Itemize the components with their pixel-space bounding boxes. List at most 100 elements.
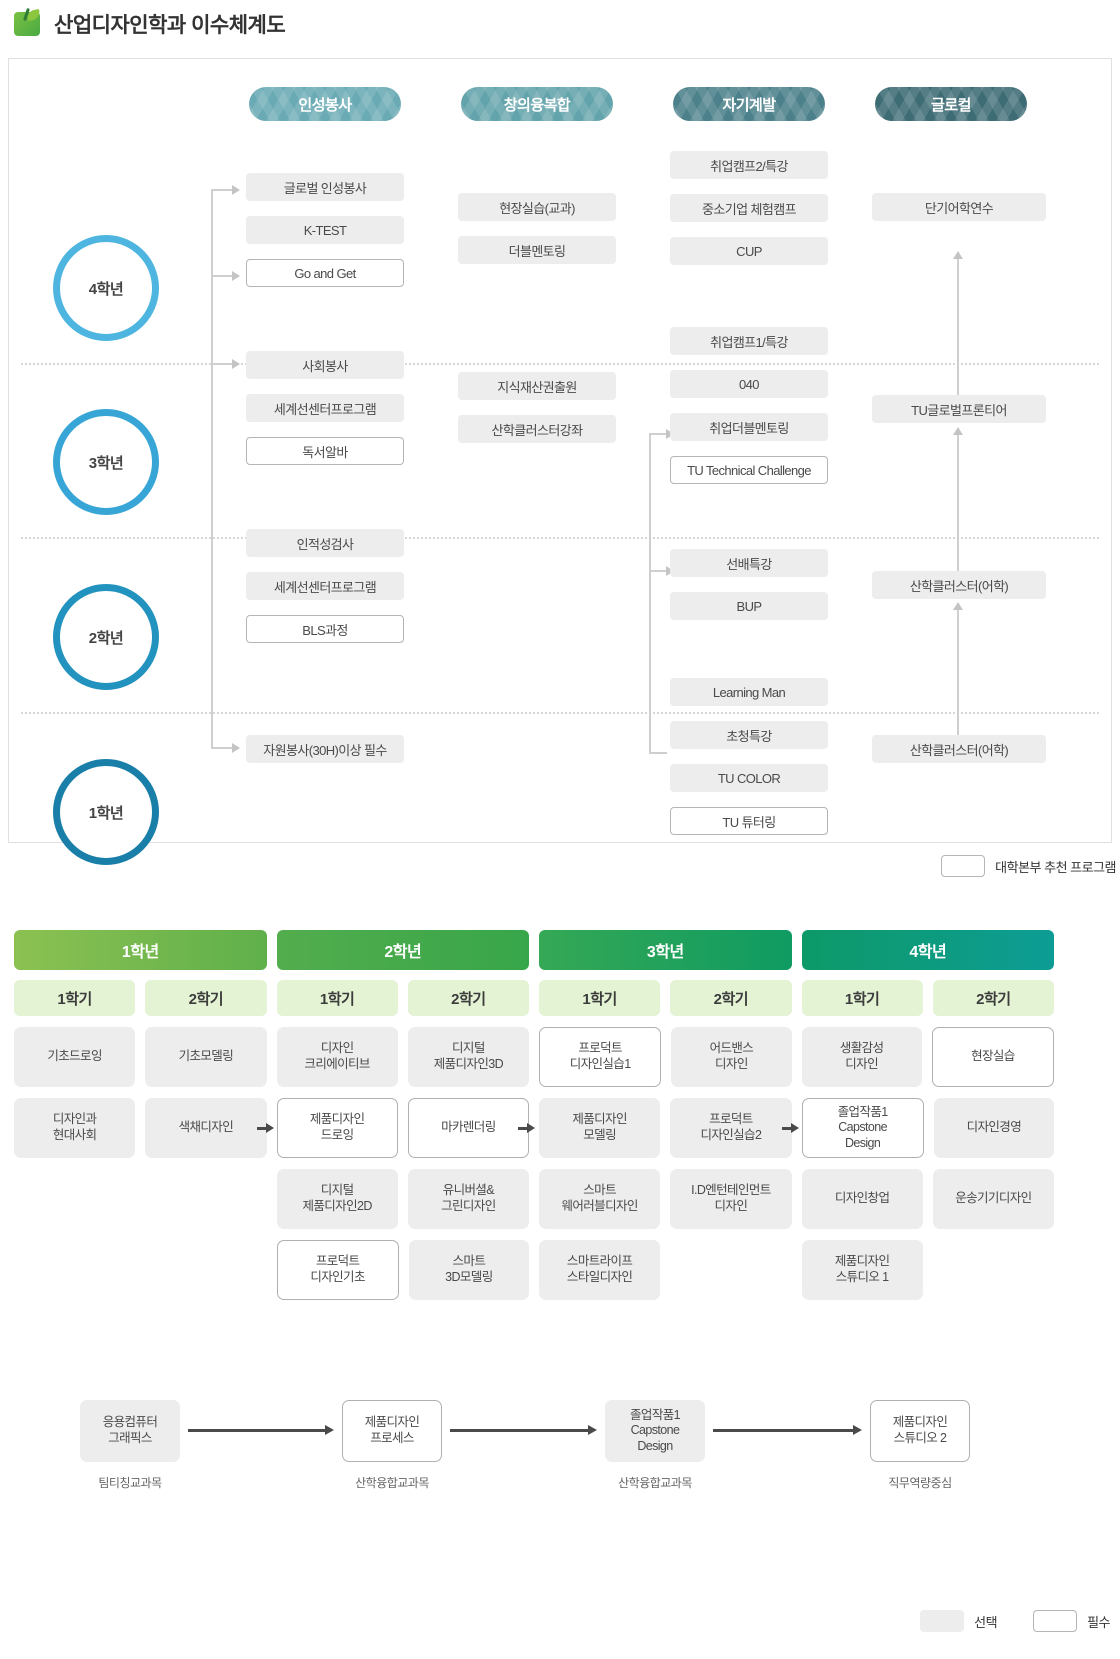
course-cell[interactable]: 운송기기디자인 xyxy=(932,1169,1054,1229)
roadmap-node[interactable]: BLS과정 xyxy=(246,615,404,643)
course-cell[interactable]: 제품디자인 스튜디오 1 xyxy=(801,1240,923,1300)
roadmap-node[interactable]: 중소기업 체험캠프 xyxy=(670,194,828,222)
course-label: 제품디자인 드로잉 xyxy=(309,1112,365,1142)
course-cell[interactable]: I.D엔턴테인먼트 디자인 xyxy=(670,1169,792,1229)
roadmap-node[interactable]: 세계선센터프로그램 xyxy=(246,394,404,422)
year-label: 2학년 xyxy=(88,629,124,647)
roadmap-node[interactable]: 사회봉사 xyxy=(246,351,404,379)
category-pill-insung[interactable]: 인성봉사 xyxy=(249,87,401,121)
roadmap-node[interactable]: 초청특강 xyxy=(670,721,828,749)
curriculum-cell-group: 기초드로잉 기초모델링 xyxy=(14,1027,267,1087)
chain-node[interactable]: 제품디자인 스튜디오 2 xyxy=(870,1400,970,1462)
course-cell[interactable]: 디자인창업 xyxy=(801,1169,923,1229)
chain-caption: 산학융합교과목 xyxy=(618,1476,692,1490)
course-cell[interactable]: 기초드로잉 xyxy=(14,1027,136,1087)
roadmap-node[interactable]: 취업더블멘토링 xyxy=(670,413,828,441)
connector-line xyxy=(649,433,667,435)
leaf-logo-icon xyxy=(14,7,42,38)
connector-arrow xyxy=(232,271,240,281)
course-cell[interactable]: 디자인경영 xyxy=(933,1098,1054,1158)
roadmap-node[interactable]: 지식재산권출원 xyxy=(458,372,616,400)
course-cell[interactable]: 스마트 웨어러블디자인 xyxy=(539,1169,661,1229)
course-cell[interactable]: 현장실습 xyxy=(931,1027,1054,1087)
roadmap-node[interactable]: 글로벌 인성봉사 xyxy=(246,173,404,201)
roadmap-node[interactable]: Go and Get xyxy=(246,259,404,287)
connector-arrow xyxy=(232,185,240,195)
connector-line xyxy=(649,752,667,754)
roadmap-node[interactable]: TU Technical Challenge xyxy=(670,456,828,484)
chain-node[interactable]: 제품디자인 프로세스 xyxy=(342,1400,442,1462)
course-label: 유니버셜& 그린디자인 xyxy=(441,1183,496,1213)
curriculum-cell-group: 제품디자인 드로잉 마카렌더링 xyxy=(256,1098,529,1158)
course-cell[interactable]: 스마트라이프 스타일디자인 xyxy=(539,1240,661,1300)
roadmap-node[interactable]: 단기어학연수 xyxy=(872,193,1046,221)
course-cell[interactable]: 색채디자인 xyxy=(145,1098,267,1158)
course-cell[interactable]: 디자인과 현대사회 xyxy=(14,1098,136,1158)
roadmap-node[interactable]: 산학클러스터(어학) xyxy=(872,735,1046,763)
category-pill-global[interactable]: 글로컬 xyxy=(875,87,1027,121)
roadmap-node[interactable]: 세계선센터프로그램 xyxy=(246,572,404,600)
roadmap-node[interactable]: 더블멘토링 xyxy=(458,236,616,264)
category-pill-jagi[interactable]: 자기계발 xyxy=(673,87,825,121)
semester-pill: 1학기 xyxy=(276,980,398,1016)
course-label: 졸업작품1 Capstone Design xyxy=(837,1104,889,1150)
connector-line xyxy=(211,189,213,749)
course-cell[interactable]: 제품디자인 드로잉 xyxy=(256,1098,398,1158)
roadmap-node[interactable]: 선배특강 xyxy=(670,549,828,577)
curriculum-year-header-4: 4학년 xyxy=(801,930,1054,970)
course-cell[interactable]: 디자인 크리에이티브 xyxy=(276,1027,398,1087)
roadmap-node[interactable]: 인적성검사 xyxy=(246,529,404,557)
course-cell[interactable]: 졸업작품1 Capstone Design xyxy=(781,1098,924,1158)
year-label: 3학년 xyxy=(88,454,124,472)
roadmap-node[interactable]: 독서알바 xyxy=(246,437,404,465)
roadmap-node[interactable]: TU COLOR xyxy=(670,764,828,792)
chain-node[interactable]: 응용컴퓨터 그래픽스 xyxy=(80,1400,180,1462)
course-cell[interactable]: 디지털 제품디자인3D xyxy=(407,1027,529,1087)
chain-node[interactable]: 졸업작품1 Capstone Design xyxy=(605,1400,705,1462)
chain-arrow-icon xyxy=(713,1425,862,1435)
course-label: 기초드로잉 xyxy=(47,1049,102,1064)
roadmap-node[interactable]: Learning Man xyxy=(670,678,828,706)
connector-line xyxy=(649,433,651,753)
course-cell[interactable]: 마카렌더링 xyxy=(407,1098,529,1158)
roadmap-node[interactable]: BUP xyxy=(670,592,828,620)
course-cell[interactable]: 제품디자인 모델링 xyxy=(518,1098,661,1158)
year-circle-3: 3학년 xyxy=(53,409,159,515)
course-label: 프로덕트 디자인기초 xyxy=(310,1254,365,1284)
roadmap-node[interactable]: 취업캠프1/특강 xyxy=(670,327,828,355)
category-pill-changui[interactable]: 창의융복합 xyxy=(461,87,613,121)
roadmap-node[interactable]: K-TEST xyxy=(246,216,404,244)
curriculum-cell-group: 스마트라이프 스타일디자인 xyxy=(539,1240,792,1300)
course-cell[interactable]: 어드밴스 디자인 xyxy=(671,1027,792,1087)
roadmap-node[interactable]: CUP xyxy=(670,237,828,265)
roadmap-node[interactable]: 산학클러스터(어학) xyxy=(872,571,1046,599)
course-cell[interactable]: 생활감성 디자인 xyxy=(801,1027,922,1087)
course-cell[interactable]: 프로덕트 디자인실습1 xyxy=(539,1027,662,1087)
course-label: 스마트라이프 스타일디자인 xyxy=(566,1254,633,1284)
roadmap-node[interactable]: 취업캠프2/특강 xyxy=(670,151,828,179)
curriculum-year-header-3: 3학년 xyxy=(539,930,792,970)
course-cell[interactable]: 유니버셜& 그린디자인 xyxy=(407,1169,529,1229)
roadmap-node[interactable]: TU글로벌프론티어 xyxy=(872,395,1046,423)
connector-arrow xyxy=(232,359,240,369)
roadmap-node[interactable]: TU 튜터링 xyxy=(670,807,828,835)
course-cell[interactable]: 기초모델링 xyxy=(145,1027,267,1087)
roadmap-node[interactable]: 산학클러스터강좌 xyxy=(458,415,616,443)
course-cell[interactable]: 디지털 제품디자인2D xyxy=(276,1169,398,1229)
legend-label: 대학본부 추천 프로그램 xyxy=(995,859,1116,875)
course-cell[interactable]: 프로덕트 디자인기초 xyxy=(276,1240,399,1300)
course-cell[interactable]: 스마트 3D모델링 xyxy=(408,1240,529,1300)
roadmap-node[interactable]: 현장실습(교과) xyxy=(458,193,616,221)
course-cell[interactable]: 프로덕트 디자인실습2 xyxy=(670,1098,792,1158)
roadmap-node[interactable]: 자원봉사(30H)이상 필수 xyxy=(246,735,404,763)
year-label: 1학년 xyxy=(88,804,124,822)
roadmap-node[interactable]: 040 xyxy=(670,370,828,398)
course-label: 디지털 제품디자인2D xyxy=(302,1183,372,1213)
